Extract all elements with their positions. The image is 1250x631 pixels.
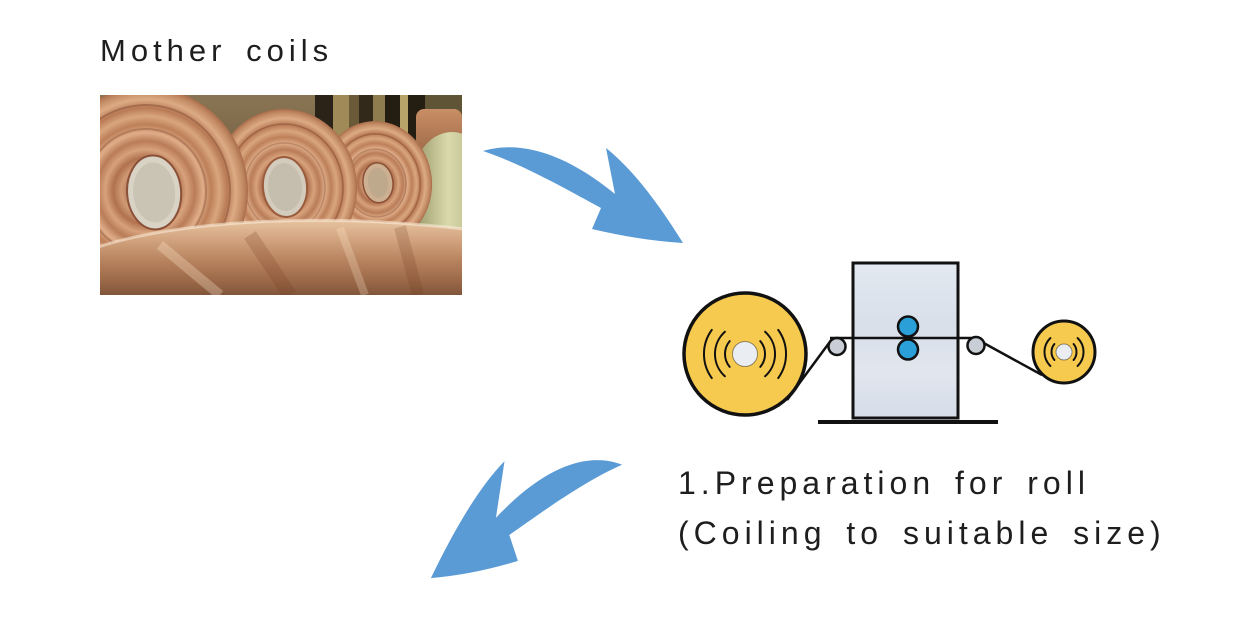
guide-roller-left (827, 336, 847, 357)
step1-caption-line1: 1.Preparation for roll (678, 465, 1090, 501)
guide-roller-right (966, 335, 986, 356)
step1-caption-line2: (Coiling to suitable size) (678, 515, 1166, 551)
photo-foreground-cylinder (100, 218, 462, 295)
recoiler-reel (1031, 319, 1097, 385)
uncoiler-reel (682, 291, 808, 417)
mother-coils-photo (100, 95, 462, 295)
mother-coils-label: Mother coils (100, 33, 334, 68)
curved-arrow-down-left-icon (430, 460, 623, 579)
rolling-mill-diagram (682, 261, 1097, 424)
work-rolls (896, 315, 920, 361)
step1-caption: 1.Preparation for roll (Coiling to suita… (678, 458, 1166, 558)
curved-arrow-down-right-icon (483, 147, 683, 243)
